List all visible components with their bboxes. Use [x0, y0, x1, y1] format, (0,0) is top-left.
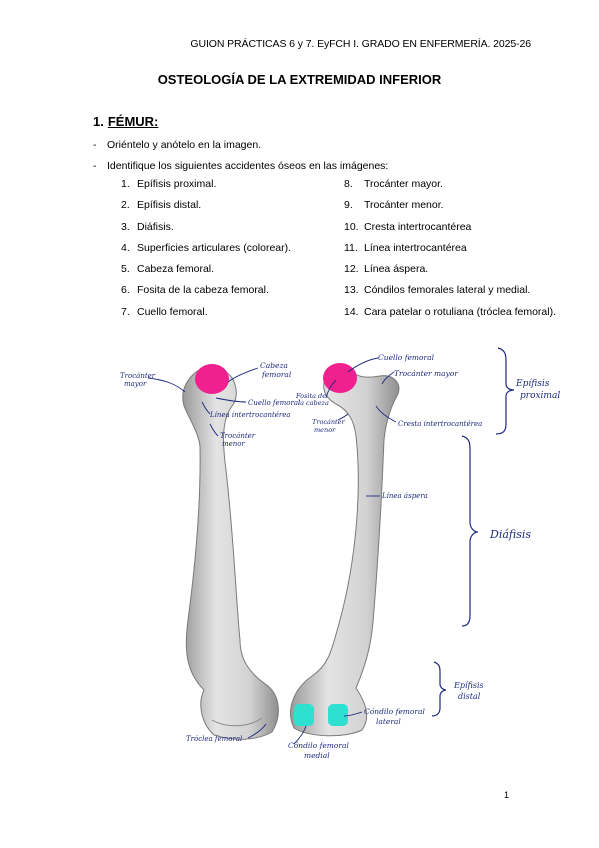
list-item: 14.Cara patelar o rotuliana (tróclea fem… [344, 305, 557, 318]
section-heading: 1.FÉMUR: [93, 114, 158, 129]
label-cresta-intertrocanterea: Cresta intertrocantérea [398, 420, 482, 428]
label-troclea-femoral: Tróclea femoral [186, 735, 242, 743]
list-item: 6.Fosita de la cabeza femoral. [121, 284, 269, 297]
label-cuello-femoral-right: Cuello femoral [378, 353, 435, 362]
bullet-item: -Identifique los siguientes accidentes ó… [93, 160, 389, 172]
list-item: 3.Diáfisis. [121, 220, 174, 233]
list-item: 12.Línea áspera. [344, 263, 429, 276]
femur-anterior [182, 364, 279, 740]
femoral-head-highlight [323, 363, 357, 393]
svg-text:menor: menor [222, 440, 246, 448]
section-name: FÉMUR: [107, 114, 159, 129]
femur-posterior [290, 363, 400, 737]
svg-text:distal: distal [458, 692, 481, 701]
bullet-text: Oriéntelo y anótelo en la imagen. [107, 139, 262, 151]
list-left: 1.Epífisis proximal. 2.Epífisis distal. … [121, 178, 291, 327]
page-title: OSTEOLOGÍA DE LA EXTREMIDAD INFERIOR [157, 72, 442, 87]
page-number: 1 [503, 790, 509, 800]
svg-text:proximal: proximal [520, 391, 560, 401]
list-item: 9.Trocánter menor. [344, 199, 444, 212]
list-item: 5.Cabeza femoral. [121, 263, 215, 276]
list-item: 10.Cresta intertrocantérea [344, 220, 472, 233]
label-epifisis-distal: Epífisis [453, 681, 484, 690]
list-item: 11.Línea intertrocantérea [344, 241, 467, 254]
svg-text:mayor: mayor [124, 380, 147, 388]
label-cabeza-femoral: Cabeza [260, 361, 288, 370]
list-item: 8.Trocánter mayor. [344, 178, 443, 190]
list-item: 1.Epífisis proximal. [121, 178, 217, 190]
label-trocanter-mayor-left: Trocánter [120, 372, 156, 380]
list-item: 7.Cuello femoral. [121, 305, 208, 318]
label-trocanter-mayor-right: Trocánter mayor [394, 369, 458, 378]
label-diafisis: Diáfisis [489, 528, 531, 541]
list-item: 4.Superficies articulares (colorear). [121, 241, 292, 254]
medial-condyle-highlight [294, 704, 314, 726]
label-linea-aspera: Línea áspera [381, 492, 428, 500]
label-linea-intertrocanterea: Línea intertrocantérea [209, 411, 291, 419]
bullet-item: -Oriéntelo y anótelo en la imagen. [93, 139, 262, 151]
femur-figure: Trocánter mayor Cabeza femoral Cuello fe… [120, 347, 560, 760]
leader-lines [147, 357, 397, 745]
svg-text:menor: menor [314, 426, 336, 434]
femoral-head-highlight [195, 364, 229, 394]
femur-anterior-bone [182, 367, 279, 740]
list-item: 13.Cóndilos femorales lateral y medial. [344, 284, 531, 297]
brace-lines [431, 347, 515, 717]
femur-posterior-bone [290, 367, 400, 737]
lateral-condyle-highlight [328, 704, 348, 726]
annotations: Trocánter mayor Cabeza femoral Cuello fe… [120, 353, 560, 760]
list-right: 8.Trocánter mayor. 9.Trocánter menor. 10… [344, 178, 556, 327]
bullet-text: Identifique los siguientes accidentes ós… [107, 160, 389, 172]
label-epifisis-proximal: Epífisis [515, 378, 550, 389]
page-header: GUION PRÁCTICAS 6 y 7. EyFCH I. GRADO EN… [190, 38, 531, 50]
svg-text:femoral: femoral [261, 370, 292, 379]
label-fosita: Fosita de [295, 392, 326, 400]
label-condilo-lateral: Cóndilo femoral [364, 707, 425, 716]
label-trocanter-menor-left: Trocánter [220, 432, 256, 440]
svg-text:lateral: lateral [376, 717, 401, 726]
label-cuello-femoral-left: Cuello femoral [248, 399, 300, 407]
label-trocanter-menor-right: Trocánter [312, 418, 346, 426]
svg-text:la cabeza: la cabeza [298, 399, 329, 407]
label-condilo-medial: Cóndilo femoral [288, 741, 349, 750]
list-item: 2.Epífisis distal. [121, 199, 202, 212]
svg-text:medial: medial [304, 751, 330, 760]
section-number: 1. [93, 114, 104, 129]
